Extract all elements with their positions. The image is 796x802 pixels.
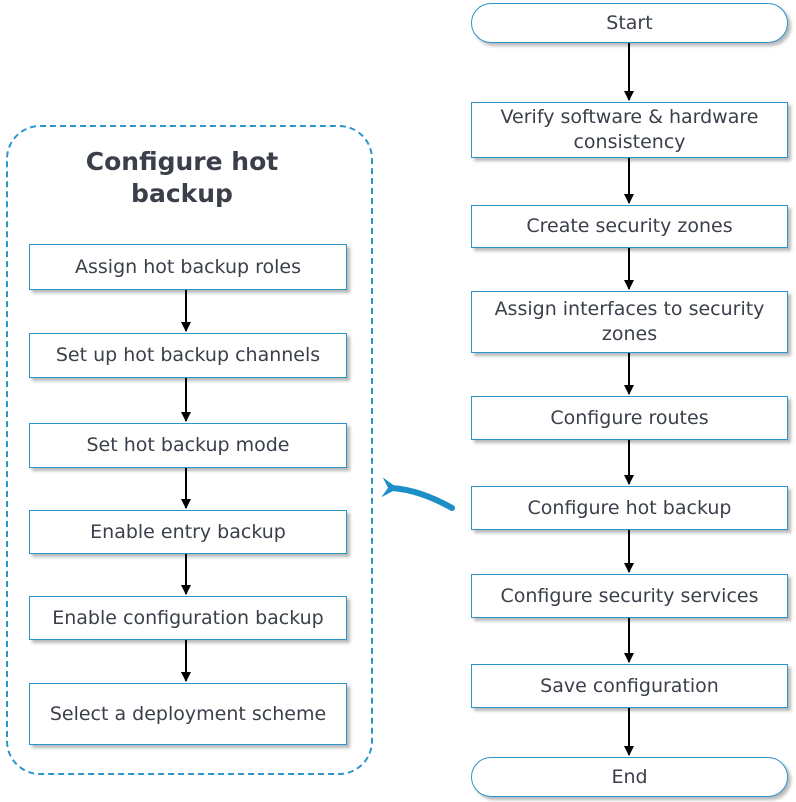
detail-step-2: Set up hot backup channels [29,333,347,378]
detail-step-5: Enable configuration backup [29,596,347,640]
hot-backup-detail-panel [6,125,373,775]
flow-step-3: Assign interfaces to security zones [471,291,788,353]
flow-start-terminal: Start [471,3,788,43]
flow-step-7: Save configuration [471,664,788,708]
flow-step-5: Configure hot backup [471,486,788,530]
flow-step-4: Configure routes [471,396,788,440]
detail-step-4: Enable entry backup [29,510,347,554]
detail-step-3: Set hot backup mode [29,423,347,468]
detail-step-6: Select a deployment scheme [29,683,347,745]
flow-step-6: Configure security services [471,574,788,618]
detail-panel-title: Configure hot backup [85,147,279,208]
flow-step-2: Create security zones [471,205,788,248]
callout-curved-arrow [381,477,455,511]
detail-step-1: Assign hot backup roles [29,244,347,290]
flow-step-1: Verify software & hardware consistency [471,102,788,158]
flow-end-terminal: End [471,757,788,797]
